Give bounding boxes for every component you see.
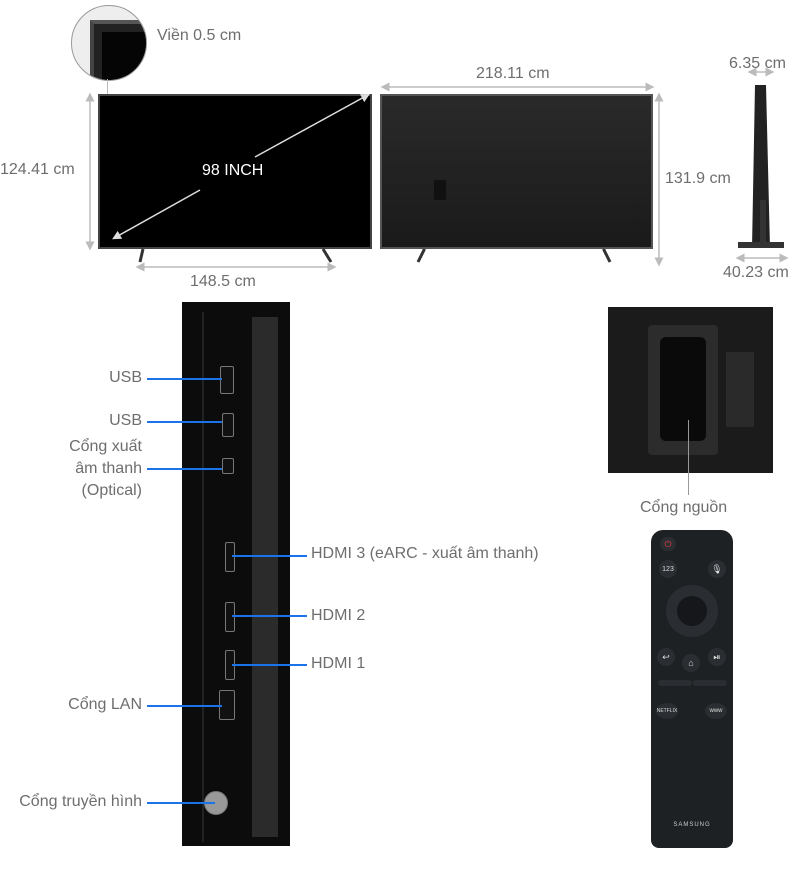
stand-width-label: 148.5 cm <box>190 273 256 290</box>
remote-control: ⏻ 123 🎙 ↩ ⌂ ⏯ NETFLIX www SAMSUNG <box>651 530 733 848</box>
hdmi-1-label: HDMI 1 <box>311 655 366 672</box>
play-pause-button: ⏯ <box>708 648 726 666</box>
bezel-label: Viền 0.5 cm <box>157 27 242 44</box>
usb-port-1 <box>220 366 234 394</box>
antenna-label: Cổng truyền hình <box>19 793 142 810</box>
www-button: www <box>705 703 727 719</box>
optical-label-line-2: âm thanh <box>75 460 142 477</box>
diagonal-label: 98 INCH <box>202 162 264 179</box>
tv-back <box>380 94 653 249</box>
channel-rocker <box>693 680 727 686</box>
back-button: ↩ <box>657 648 675 666</box>
brand-logo: SAMSUNG <box>673 822 711 828</box>
height-with-stand-label: 131.9 cm <box>665 170 731 187</box>
optical-port <box>222 458 234 474</box>
stand-depth-label: 40.23 cm <box>723 264 789 281</box>
optical-label-line-3: (Optical) <box>81 482 142 499</box>
tv-front <box>98 94 372 249</box>
depth-label: 6.35 cm <box>729 55 786 72</box>
usb-1-label: USB <box>109 369 142 386</box>
hdmi-2-port <box>225 602 235 632</box>
optical-label: Cổng xuất âm thanh (Optical) <box>69 436 142 502</box>
dpad <box>666 585 718 637</box>
front-height-label: 124.41 cm <box>0 161 75 178</box>
hdmi-3-port <box>225 542 235 572</box>
home-button: ⌂ <box>682 654 700 672</box>
power-label: Cổng nguồn <box>640 499 728 516</box>
hdmi-2-label: HDMI 2 <box>311 607 366 624</box>
width-label: 218.11 cm <box>476 65 550 82</box>
power-button: ⏻ <box>660 537 676 551</box>
hdmi-3-label: HDMI 3 (eARC - xuất âm thanh) <box>311 545 539 562</box>
volume-rocker <box>658 680 692 686</box>
usb-2-label: USB <box>109 412 142 429</box>
bezel-zoom-inset <box>71 5 147 81</box>
usb-port-2 <box>222 413 234 437</box>
netflix-button: NETFLIX <box>656 703 678 719</box>
power-port-panel <box>608 307 773 473</box>
ports-panel <box>182 302 290 846</box>
mic-button: 🎙 <box>708 560 726 578</box>
lan-label: Cổng LAN <box>68 696 142 713</box>
power-socket <box>660 337 706 441</box>
number-button: 123 <box>659 560 677 578</box>
optical-label-line-1: Cổng xuất <box>69 438 142 455</box>
